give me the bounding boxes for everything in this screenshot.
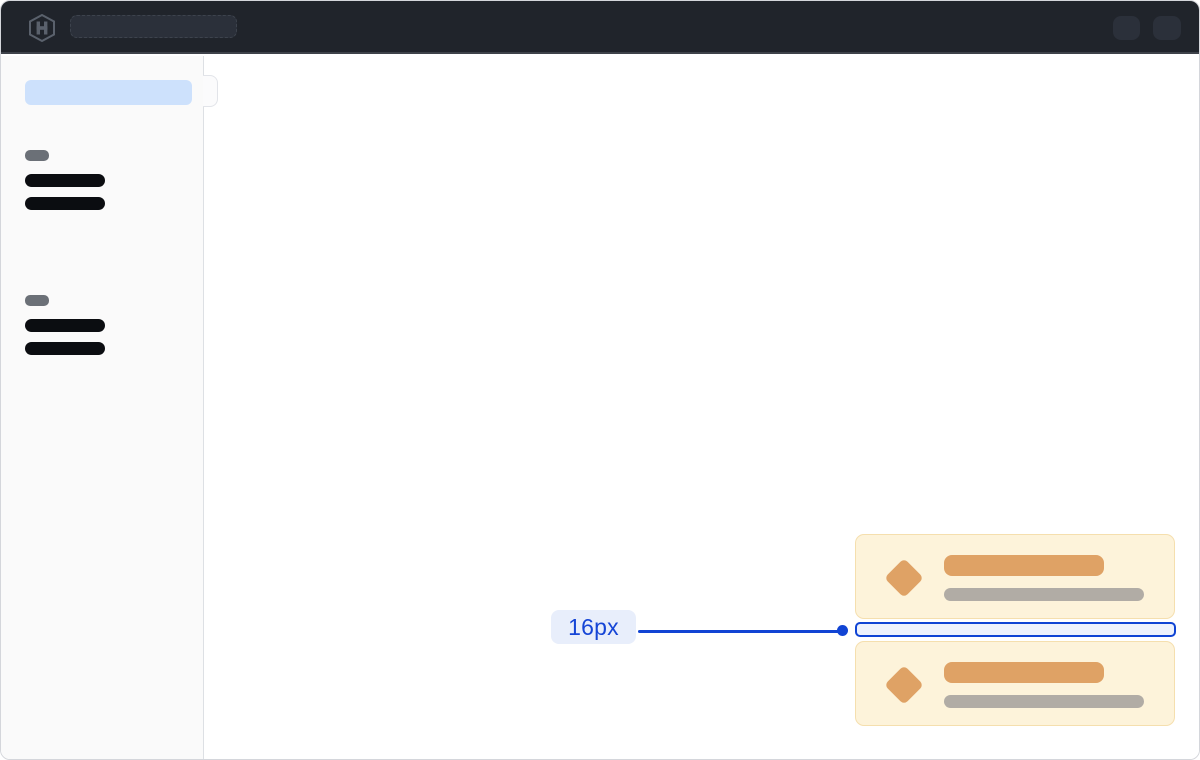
card-subtitle-skeleton [944,588,1144,601]
sidebar [1,56,204,759]
card-title-skeleton [944,555,1104,576]
card-subtitle-skeleton [944,695,1144,708]
top-navbar [1,1,1199,54]
card-title-skeleton [944,662,1104,683]
sidebar-active-item-skeleton[interactable] [25,80,192,105]
header-action-button-skeleton[interactable] [1113,16,1140,40]
spacing-highlight-rect [855,622,1176,637]
placeholder-card [855,641,1175,726]
sidebar-item-skeleton[interactable] [25,174,105,187]
sidebar-section-label-skeleton [25,295,49,306]
search-input-skeleton[interactable] [70,15,237,38]
placeholder-card [855,534,1175,619]
sidebar-item-skeleton[interactable] [25,197,105,210]
diamond-icon [884,558,924,598]
measure-connector-dot [837,625,848,636]
sidebar-item-skeleton[interactable] [25,342,105,355]
diamond-icon [884,665,924,705]
spacing-measure-label: 16px [551,610,636,644]
sidebar-toggle-handle[interactable] [203,75,218,107]
measure-connector-line [638,630,843,633]
hashicorp-logo-icon[interactable] [29,14,55,42]
sidebar-item-skeleton[interactable] [25,319,105,332]
header-action-button-skeleton[interactable] [1153,16,1181,40]
sidebar-section-label-skeleton [25,150,49,161]
